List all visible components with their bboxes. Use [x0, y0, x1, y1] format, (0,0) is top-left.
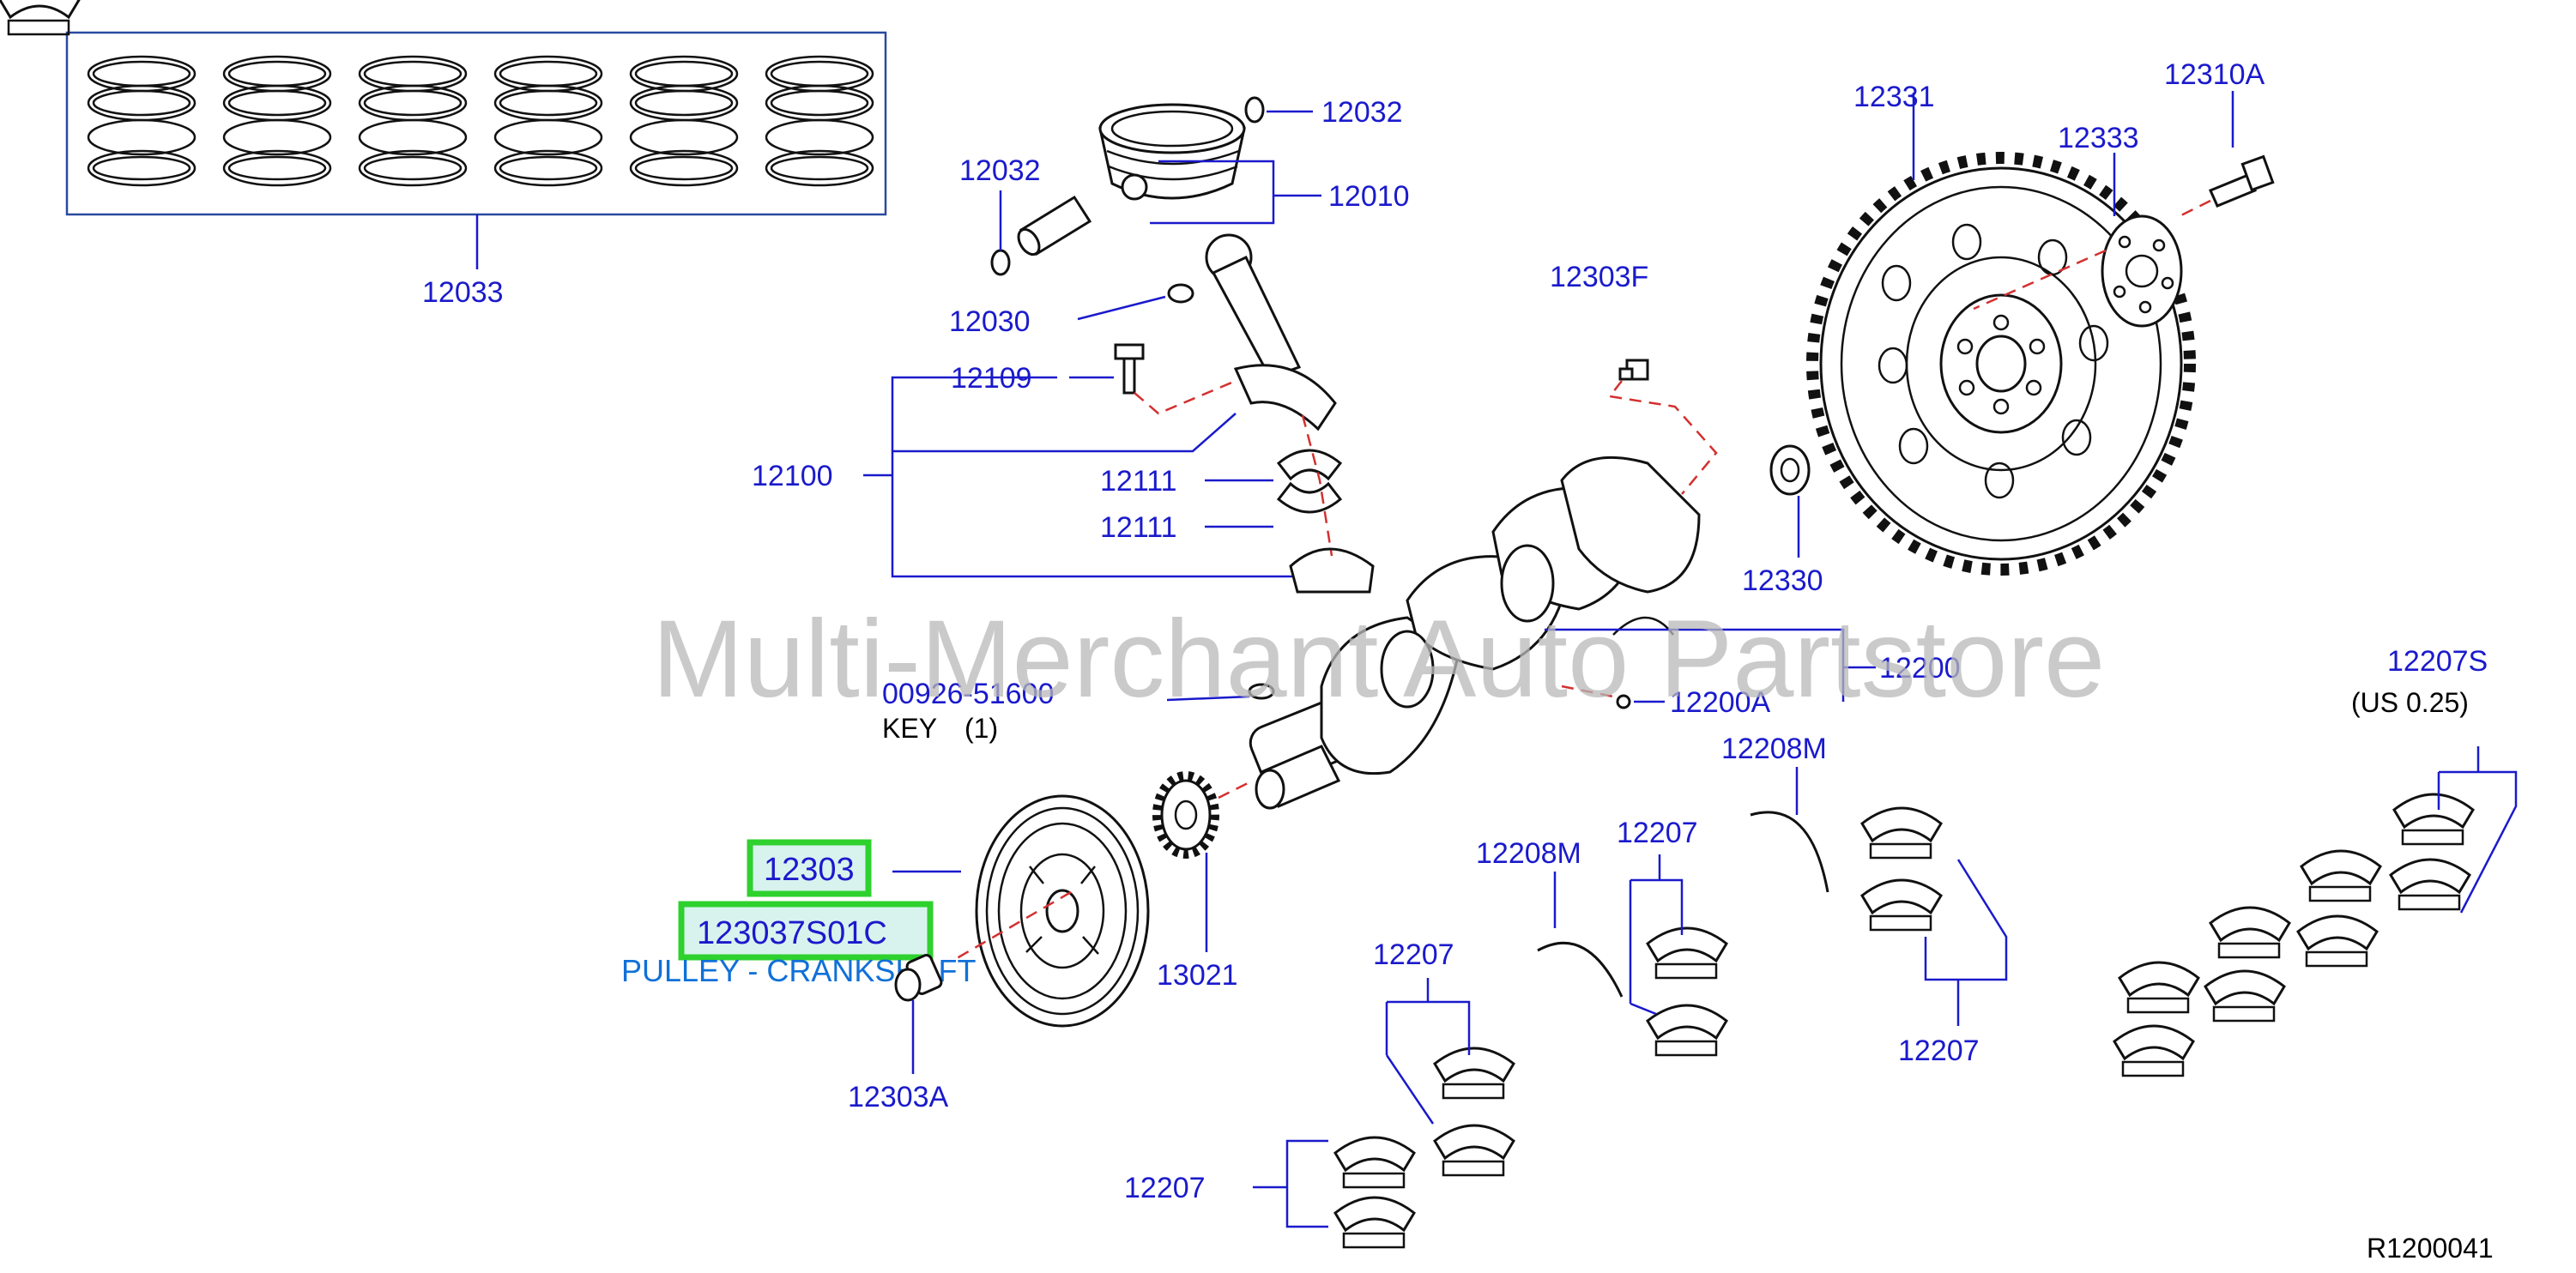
label-12333[interactable]: 12333: [2058, 122, 2139, 154]
flywheel-bolt-icon: [2209, 154, 2275, 208]
label-12111-upper[interactable]: 12111: [1100, 465, 1177, 498]
label-12032-left[interactable]: 12032: [959, 154, 1041, 187]
label-12207-upper[interactable]: 12207: [1617, 817, 1698, 849]
reinforcement-plate-icon: [2101, 214, 2183, 328]
label-12032-right[interactable]: 12032: [1321, 96, 1403, 129]
highlight-box-123037S01C: [678, 901, 934, 961]
connecting-rod-icon: [1167, 233, 1337, 431]
pilot-bushing-icon: [1616, 694, 1631, 709]
label-13021[interactable]: 13021: [1157, 959, 1238, 992]
label-12111-lower[interactable]: 12111: [1100, 511, 1177, 544]
label-12331[interactable]: 12331: [1853, 81, 1935, 113]
crankshaft-pulley-icon: [975, 794, 1150, 1028]
label-12310A[interactable]: 12310A: [2164, 58, 2265, 91]
label-12303A[interactable]: 12303A: [848, 1081, 949, 1113]
label-12207S[interactable]: 12207S: [2387, 645, 2488, 678]
label-12033[interactable]: 12033: [422, 276, 504, 309]
highlight-box-12303: [747, 839, 872, 897]
thrust-washer-icon: [1750, 811, 1829, 893]
label-12303F[interactable]: 12303F: [1550, 261, 1648, 293]
label-12100[interactable]: 12100: [752, 460, 833, 492]
rod-bushing-icon: [1167, 283, 1194, 304]
label-12208M-right[interactable]: 12208M: [1721, 733, 1827, 765]
rod-cap-icon: [1289, 547, 1375, 594]
label-12303[interactable]: 12303: [764, 852, 855, 888]
snap-ring-icon: [1244, 96, 1265, 124]
label-12208M-left[interactable]: 12208M: [1476, 837, 1581, 870]
pulley-bolt-icon: [894, 954, 943, 1002]
label-12010[interactable]: 12010: [1328, 180, 1410, 213]
main-bearing-icon: [0, 0, 81, 36]
thrust-washer-icon: [1537, 941, 1624, 998]
pilot-bearing-icon: [1769, 444, 1811, 496]
label-12207-center[interactable]: 12207: [1373, 938, 1454, 971]
rod-bolt-icon: [1114, 343, 1145, 395]
rod-bearing-icon: [1276, 449, 1343, 514]
piston-pin-icon: [1017, 195, 1092, 256]
label-12200A[interactable]: 12200A: [1670, 686, 1771, 719]
flywheel-icon: [1806, 152, 2196, 576]
piston-ring-set: [65, 31, 887, 269]
label-12030[interactable]: 12030: [949, 305, 1031, 338]
woodruff-key-icon: [1248, 683, 1275, 700]
crank-sprocket-icon: [1152, 771, 1219, 859]
label-12207-right[interactable]: 12207: [1898, 1035, 1980, 1067]
label-12207-bottom[interactable]: 12207: [1124, 1172, 1206, 1204]
crankshaft-icon: [1249, 456, 1701, 810]
dowel-pin-icon: [1618, 359, 1649, 381]
piston-icon: [1098, 103, 1246, 201]
undersize-note: (US 0.25): [2351, 687, 2469, 718]
key-quantity: (1): [964, 713, 998, 744]
watermark: Multi-Merchant Auto Partstore: [652, 598, 2105, 721]
diagram-id: R1200041: [2367, 1233, 2494, 1264]
label-12330[interactable]: 12330: [1742, 564, 1823, 597]
label-123037S01C[interactable]: 123037S01C: [697, 915, 887, 951]
key-description: KEY: [882, 713, 937, 744]
label-12200[interactable]: 12200: [1879, 652, 1961, 685]
label-00926-51600[interactable]: 00926-51600: [882, 678, 1054, 710]
ring-stack-icon: [87, 55, 197, 187]
snap-ring-icon: [990, 249, 1011, 276]
